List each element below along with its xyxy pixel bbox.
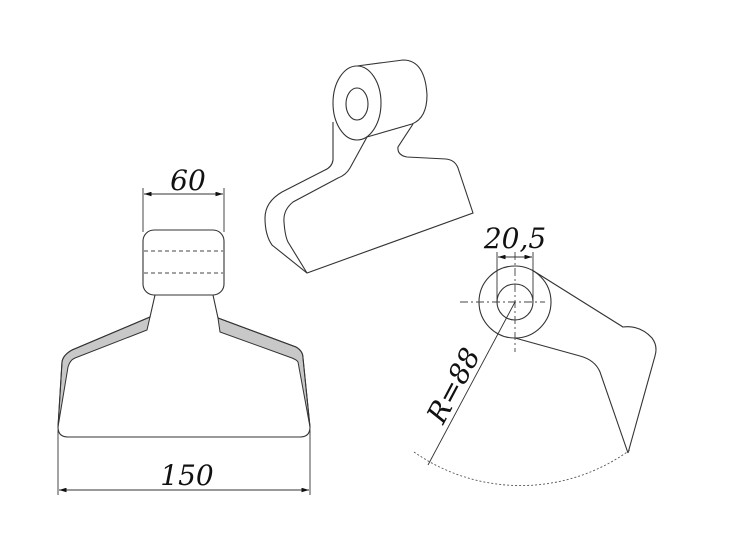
isometric-view xyxy=(264,59,474,274)
swing-radius-arc xyxy=(413,449,631,486)
dimension-label-top-width: 60 xyxy=(170,164,206,197)
iso-hole xyxy=(345,87,369,121)
left-wear-band xyxy=(57,316,151,428)
iso-arm-inner xyxy=(283,136,368,274)
pin-boss xyxy=(142,229,225,296)
right-wear-band xyxy=(217,317,311,428)
iso-body-outline xyxy=(264,122,474,274)
iso-cylinder-body xyxy=(356,59,428,138)
iso-cylinder-face xyxy=(332,65,382,141)
side-outline-upper xyxy=(531,269,657,454)
radius-line xyxy=(427,301,516,466)
body-outline xyxy=(57,294,311,438)
dimension-label-hole-diameter: 20,5 xyxy=(483,222,546,255)
front-view: 60 150 xyxy=(57,164,311,495)
side-outline-lower xyxy=(514,337,629,454)
side-view: R=88 20,5 xyxy=(413,222,657,486)
dimension-label-radius: R=88 xyxy=(420,342,487,429)
dimension-label-bottom-width: 150 xyxy=(160,459,213,492)
